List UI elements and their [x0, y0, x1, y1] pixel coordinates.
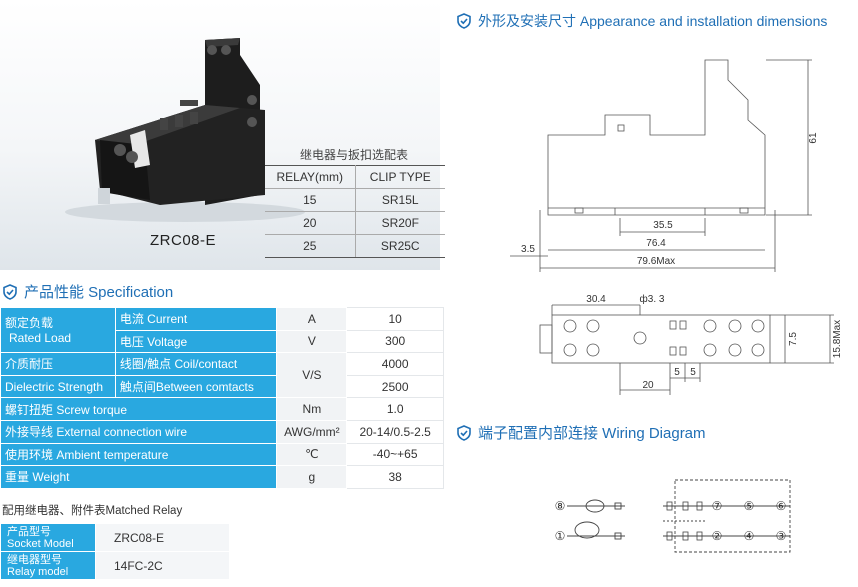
- voltage-value: 300: [346, 329, 444, 354]
- table-row: Dielectric Strength 触点间Between comtacts …: [0, 374, 444, 399]
- current-label: 电流 Current: [114, 307, 278, 331]
- pin-4: ④: [744, 529, 755, 543]
- weight-value: 38: [346, 465, 444, 489]
- table-row: 外接导线 External connection wire AWG/mm² 20…: [0, 419, 444, 444]
- between-contacts-value: 2500: [346, 374, 444, 399]
- relay-model-label: 继电器型号 Relay model: [0, 551, 96, 580]
- dielectric-unit: V/S: [276, 352, 348, 399]
- dim-7-5: 7.5: [788, 332, 799, 346]
- relay-model-en: Relay model: [7, 565, 69, 578]
- ambient-label: 使用环境 Ambient temperature: [0, 442, 278, 467]
- product-photo-area: ZRC08-E: [0, 0, 440, 270]
- wiring-diagram: ⑧ ① ⑦ ⑤ ⑥ ② ④ ③: [555, 479, 791, 553]
- table-row: 额定负载 Rated Load 电流 Current A 10: [0, 306, 444, 354]
- wire-label: 外接导线 External connection wire: [0, 419, 278, 444]
- matched-relay-table: 产品型号 Socket Model ZRC08-E 继电器型号 Relay mo…: [0, 523, 230, 580]
- rated-load-en: Rated Load: [9, 331, 72, 346]
- product-name: ZRC08-E: [150, 232, 217, 249]
- weight-unit: g: [276, 465, 348, 489]
- voltage-unit: V: [276, 329, 348, 354]
- socket-model-label: 产品型号 Socket Model: [0, 523, 96, 552]
- clip-table-title: 继电器与扳扣选配表: [300, 148, 409, 162]
- clip-header-type: CLIP TYPE: [355, 165, 445, 189]
- current-unit: A: [276, 307, 348, 331]
- pin-3: ③: [776, 529, 787, 543]
- voltage-label: 电压 Voltage: [114, 329, 278, 354]
- wiring-title: 端子配置内部连接 Wiring Diagram: [478, 425, 706, 442]
- table-row: 电压 Voltage V 300: [1, 329, 444, 354]
- clip-cell: SR15L: [355, 188, 445, 212]
- screw-torque-value: 1.0: [346, 397, 444, 421]
- shield-check-icon: [457, 13, 471, 29]
- pin-1: ①: [555, 529, 566, 543]
- dielectric-en-label: Dielectric Strength: [0, 374, 116, 399]
- pin-2: ②: [712, 529, 723, 543]
- rated-load-cn: 额定负载: [5, 316, 54, 331]
- current-value: 10: [346, 307, 444, 331]
- pin-5: ⑤: [744, 499, 755, 513]
- dim-height: 61: [808, 132, 819, 144]
- dimensions-heading: 外形及安装尺寸 Appearance and installation dime…: [456, 11, 827, 31]
- clip-cell: 20: [265, 211, 356, 235]
- relay-model-cn: 继电器型号: [7, 553, 62, 566]
- wiring-heading: 端子配置内部连接 Wiring Diagram: [456, 422, 706, 443]
- socket-model-en: Socket Model: [7, 537, 74, 550]
- clip-cell: 25: [265, 234, 356, 258]
- screw-torque-label: 螺钉扭矩 Screw torque: [0, 397, 278, 421]
- table-row: 螺钉扭矩 Screw torque Nm 1.0: [0, 397, 444, 421]
- clip-header-relay: RELAY(mm): [265, 165, 356, 189]
- clip-selection-table: RELAY(mm) CLIP TYPE 15 SR15L 20 SR20F 25…: [265, 165, 445, 258]
- between-contacts-label: 触点间Between comtacts: [114, 374, 278, 399]
- dimensions-title: 外形及安装尺寸 Appearance and installation dime…: [478, 13, 828, 29]
- ambient-unit: ℃: [276, 442, 348, 467]
- dim-76-4: 76.4: [646, 238, 666, 249]
- socket-model-cn: 产品型号: [7, 525, 51, 538]
- coil-contact-label: 线圈/触点 Coil/contact: [114, 352, 278, 376]
- coil-contact-value: 4000: [346, 352, 444, 376]
- table-row: 15 SR15L: [265, 188, 445, 212]
- table-row: 产品型号 Socket Model ZRC08-E: [0, 523, 230, 552]
- wire-unit: AWG/mm²: [276, 419, 348, 444]
- ambient-value: -40~+65: [346, 442, 444, 467]
- dim-20: 20: [642, 380, 654, 391]
- rated-load-label: 额定负载 Rated Load: [0, 306, 116, 354]
- specification-table: 额定负载 Rated Load 电流 Current A 10 电压 Volta…: [0, 306, 444, 489]
- pin-8: ⑧: [555, 499, 566, 513]
- table-row: 继电器型号 Relay model 14FC-2C: [0, 551, 230, 580]
- pin-7: ⑦: [712, 499, 723, 513]
- relay-socket-photo: [65, 38, 305, 222]
- dielectric-cn-label: 介质耐压: [0, 352, 116, 376]
- matched-relay-title: 配用继电器、附件表Matched Relay: [2, 505, 183, 517]
- shield-check-icon: [3, 283, 17, 300]
- table-row: 介质耐压 线圈/触点 Coil/contact V/S 4000: [0, 352, 444, 399]
- shield-check-icon: [457, 424, 471, 441]
- dimension-drawing: 61 35.5 76.4 79.6Max 3.5 30.4 ф3. 3 7.5 …: [510, 59, 843, 395]
- clip-cell: SR25C: [355, 234, 445, 258]
- pin-6: ⑥: [776, 499, 787, 513]
- specification-title: 产品性能 Specification: [24, 284, 174, 301]
- table-row: 25 SR25C: [265, 234, 445, 258]
- table-row: 20 SR20F: [265, 211, 445, 235]
- wire-value: 20-14/0.5-2.5: [346, 419, 444, 444]
- relay-model-value: 14FC-2C: [95, 551, 230, 580]
- clip-cell: 15: [265, 188, 356, 212]
- table-row: 使用环境 Ambient temperature ℃ -40~+65: [0, 442, 444, 467]
- dim-3-5: 3.5: [521, 244, 535, 255]
- dim-hole: ф3. 3: [640, 293, 665, 305]
- screw-torque-unit: Nm: [276, 397, 348, 421]
- clip-cell: SR20F: [355, 211, 445, 235]
- dim-35-5: 35.5: [653, 220, 673, 231]
- specification-heading: 产品性能 Specification: [2, 281, 173, 302]
- dim-5a: 5: [674, 367, 680, 378]
- dim-79-6: 79.6Max: [637, 256, 675, 267]
- socket-model-value: ZRC08-E: [95, 523, 230, 552]
- dim-30-4: 30.4: [586, 294, 606, 305]
- dim-5b: 5: [690, 367, 696, 378]
- table-row: 重量 Weight g 38: [0, 465, 444, 489]
- dim-15-8: 15.8Max: [832, 320, 843, 358]
- weight-label: 重量 Weight: [0, 465, 278, 489]
